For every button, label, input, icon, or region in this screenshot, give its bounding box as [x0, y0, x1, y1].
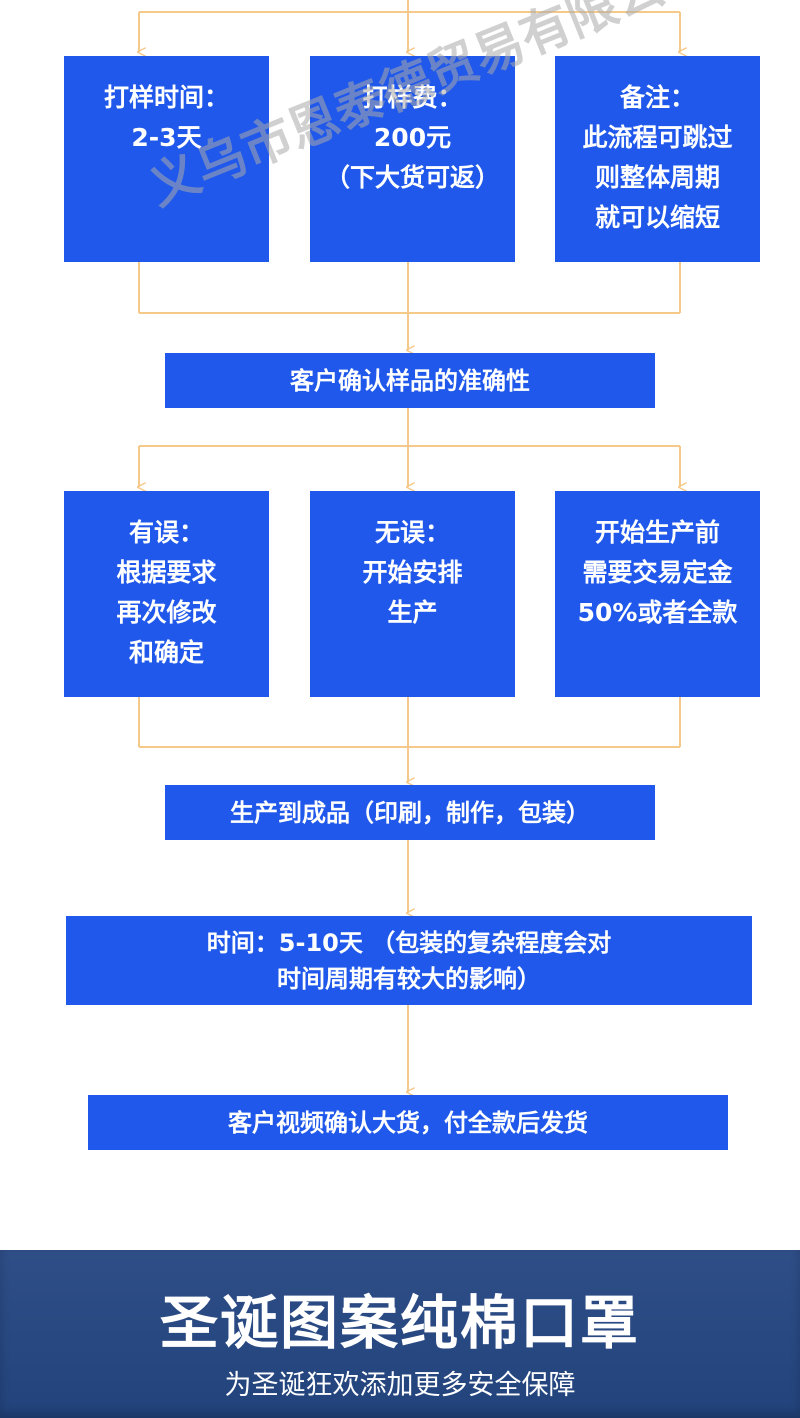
box-line: 备注：: [619, 83, 695, 112]
box-line: 此流程可跳过: [582, 123, 733, 152]
sample-fee-box: 打样费： 200元 （下大货可返）: [310, 56, 515, 262]
bar-label: 时间：5-10天 （包装的复杂程度会对: [206, 928, 612, 957]
banner-subtitle: 为圣诞狂欢添加更多安全保障: [224, 1370, 576, 1401]
final-delivery-bar: 客户视频确认大货，付全款后发货: [88, 1095, 728, 1150]
box-line: 生产: [387, 598, 438, 627]
box-line: 200元: [373, 123, 452, 152]
sample-time-box: 打样时间： 2-3天: [64, 56, 269, 262]
connector-lines: [0, 0, 800, 1250]
box-line: 2-3天: [131, 123, 202, 152]
bar-label: 客户视频确认大货，付全款后发货: [228, 1108, 588, 1137]
product-banner: 圣诞图案纯棉口罩 为圣诞狂欢添加更多安全保障: [0, 1250, 800, 1418]
box-line: 有误：: [128, 518, 204, 547]
box-line: 无误：: [374, 518, 450, 547]
box-line: 需要交易定金: [582, 558, 733, 587]
banner-title: 圣诞图案纯棉口罩: [159, 1289, 640, 1357]
bar-label: 时间周期有较大的影响）: [277, 964, 541, 993]
confirm-sample-bar: 客户确认样品的准确性: [165, 353, 655, 408]
box-line: 则整体周期: [594, 163, 720, 192]
box-line: 就可以缩短: [594, 203, 720, 232]
box-line: （下大货可返）: [324, 163, 500, 192]
box-line: 根据要求: [116, 558, 217, 587]
remark-box: 备注： 此流程可跳过 则整体周期 就可以缩短: [555, 56, 760, 262]
box-line: 50%或者全款: [577, 598, 738, 627]
box-line: 开始生产前: [594, 518, 720, 547]
box-line: 打样时间：: [103, 83, 229, 112]
production-bar: 生产到成品（印刷，制作，包装）: [165, 785, 655, 840]
box-line: 再次修改: [116, 598, 217, 627]
timeline-bar: 时间：5-10天 （包装的复杂程度会对 时间周期有较大的影响）: [66, 916, 752, 1005]
deposit-box: 开始生产前 需要交易定金 50%或者全款: [555, 491, 760, 697]
process-flowchart: 打样时间： 2-3天 打样费： 200元 （下大货可返） 备注： 此流程可跳过 …: [0, 0, 800, 1250]
bar-label: 生产到成品（印刷，制作，包装）: [230, 798, 590, 827]
box-line: 和确定: [128, 638, 204, 667]
box-line: 开始安排: [362, 558, 463, 587]
bar-label: 客户确认样品的准确性: [290, 366, 530, 395]
no-error-box: 无误： 开始安排 生产: [310, 491, 515, 697]
box-line: 打样费：: [362, 83, 463, 112]
error-box: 有误： 根据要求 再次修改 和确定: [64, 491, 269, 697]
